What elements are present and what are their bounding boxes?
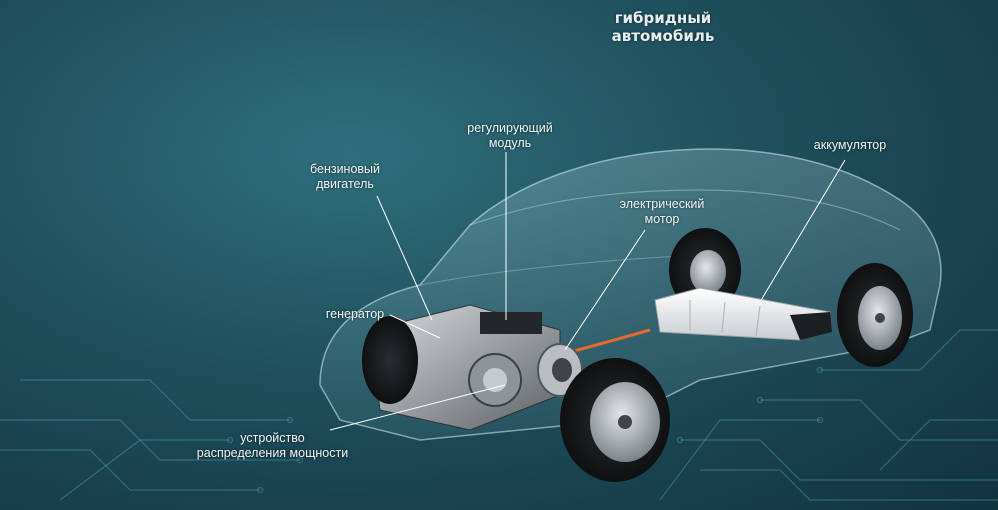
diagram-title: гибридный автомобиль xyxy=(598,9,728,45)
label-power-split-device: устройство распределения мощности xyxy=(196,431,349,460)
front-wheel-near xyxy=(560,358,670,482)
engine-block xyxy=(369,304,561,431)
rear-wheel-near xyxy=(837,263,913,367)
front-wheel-far xyxy=(362,316,418,404)
label-electric-motor: электрический мотор xyxy=(619,197,705,226)
label-battery: аккумулятор xyxy=(813,138,887,152)
label-regulating-module: регулирующий модуль xyxy=(467,121,553,150)
circuit-pattern xyxy=(0,329,998,501)
leader-lines xyxy=(329,152,846,431)
label-petrol-engine: бензиновый двигатель xyxy=(309,162,381,191)
battery-pack xyxy=(654,287,832,341)
title-line-2: автомобиль xyxy=(611,27,715,45)
label-generator: генератор xyxy=(325,307,385,321)
title-line-1: гибридный xyxy=(614,9,712,27)
